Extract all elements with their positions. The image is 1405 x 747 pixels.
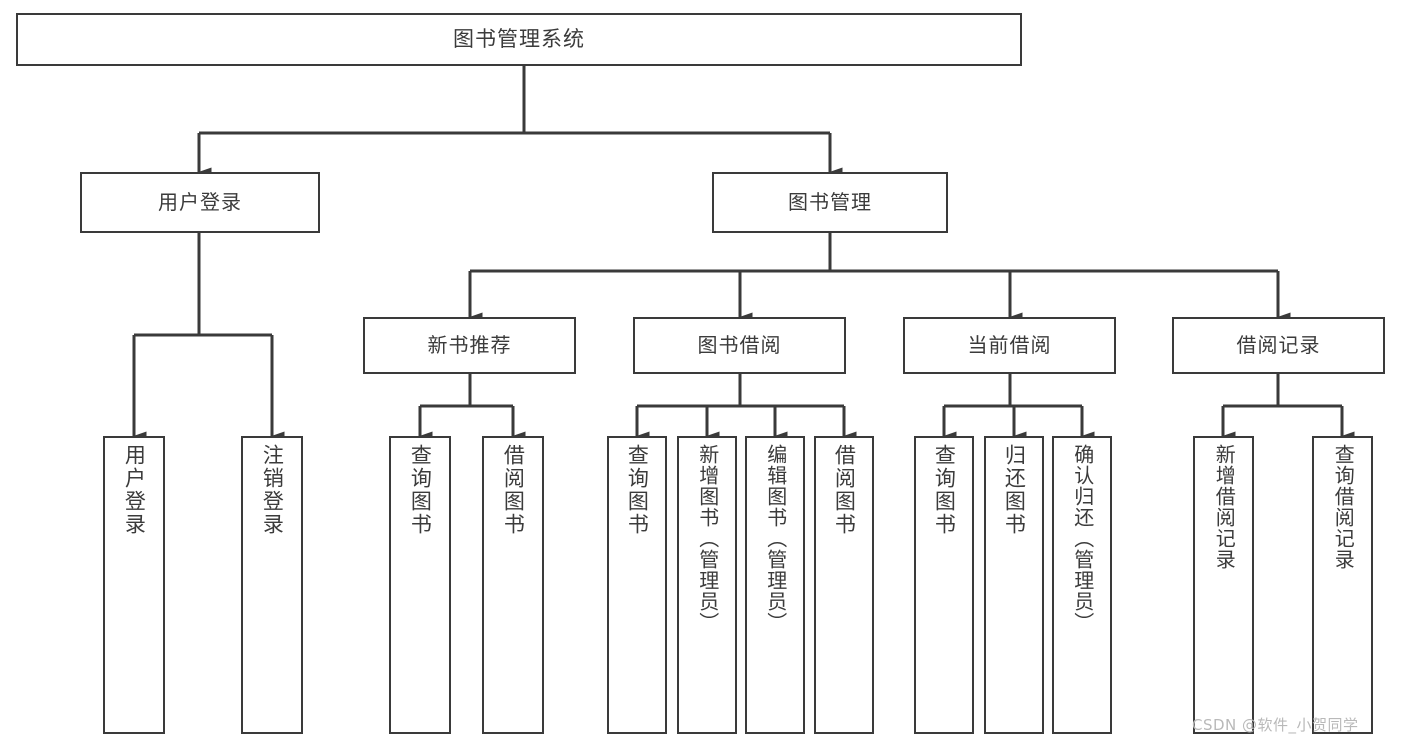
node-label: 新增借阅记录 (1212, 444, 1237, 570)
node-leaf-query-book-1[interactable]: 查询图书 (389, 436, 451, 734)
node-label: 借阅图书 (501, 444, 526, 536)
node-label: 图书管理 (788, 189, 872, 214)
node-leaf-confirm-return[interactable]: 确认归还（管理员） (1052, 436, 1112, 734)
node-leaf-user-login[interactable]: 用户登录 (103, 436, 165, 734)
node-current-borrow[interactable]: 当前借阅 (903, 317, 1116, 374)
node-label: 借阅图书 (832, 444, 857, 536)
node-leaf-edit-book[interactable]: 编辑图书（管理员） (745, 436, 805, 734)
node-leaf-borrow-book-1[interactable]: 借阅图书 (482, 436, 544, 734)
node-leaf-query-book-3[interactable]: 查询图书 (914, 436, 974, 734)
node-label: 借阅记录 (1236, 332, 1321, 357)
node-label: 查询图书 (625, 444, 650, 536)
node-label: 图书管理系统 (453, 27, 585, 52)
node-label: 新增图书（管理员） (695, 444, 720, 633)
node-label: 确认归还（管理员） (1070, 444, 1095, 633)
node-user-login[interactable]: 用户登录 (80, 172, 320, 233)
node-new-book-recommend[interactable]: 新书推荐 (363, 317, 576, 374)
node-label: 归还图书 (1002, 444, 1027, 536)
node-label: 用户登录 (122, 444, 147, 536)
node-root[interactable]: 图书管理系统 (16, 13, 1022, 66)
node-label: 图书借阅 (697, 332, 782, 357)
node-leaf-add-book[interactable]: 新增图书（管理员） (677, 436, 737, 734)
node-leaf-borrow-book-2[interactable]: 借阅图书 (814, 436, 874, 734)
node-leaf-return-book[interactable]: 归还图书 (984, 436, 1044, 734)
node-leaf-logout[interactable]: 注销登录 (241, 436, 303, 734)
node-label: 查询图书 (408, 444, 433, 536)
node-label: 注销登录 (260, 444, 285, 536)
node-label: 新书推荐 (427, 332, 512, 357)
node-borrow-record[interactable]: 借阅记录 (1172, 317, 1385, 374)
node-label: 当前借阅 (967, 332, 1052, 357)
node-book-manage[interactable]: 图书管理 (712, 172, 948, 233)
node-label: 查询借阅记录 (1331, 444, 1356, 570)
node-leaf-query-book-2[interactable]: 查询图书 (607, 436, 667, 734)
node-label: 用户登录 (158, 189, 242, 214)
node-label: 查询图书 (932, 444, 957, 536)
node-label: 编辑图书（管理员） (763, 444, 788, 633)
node-leaf-add-record[interactable]: 新增借阅记录 (1193, 436, 1254, 734)
node-book-borrow[interactable]: 图书借阅 (633, 317, 846, 374)
node-leaf-query-record[interactable]: 查询借阅记录 (1312, 436, 1373, 734)
